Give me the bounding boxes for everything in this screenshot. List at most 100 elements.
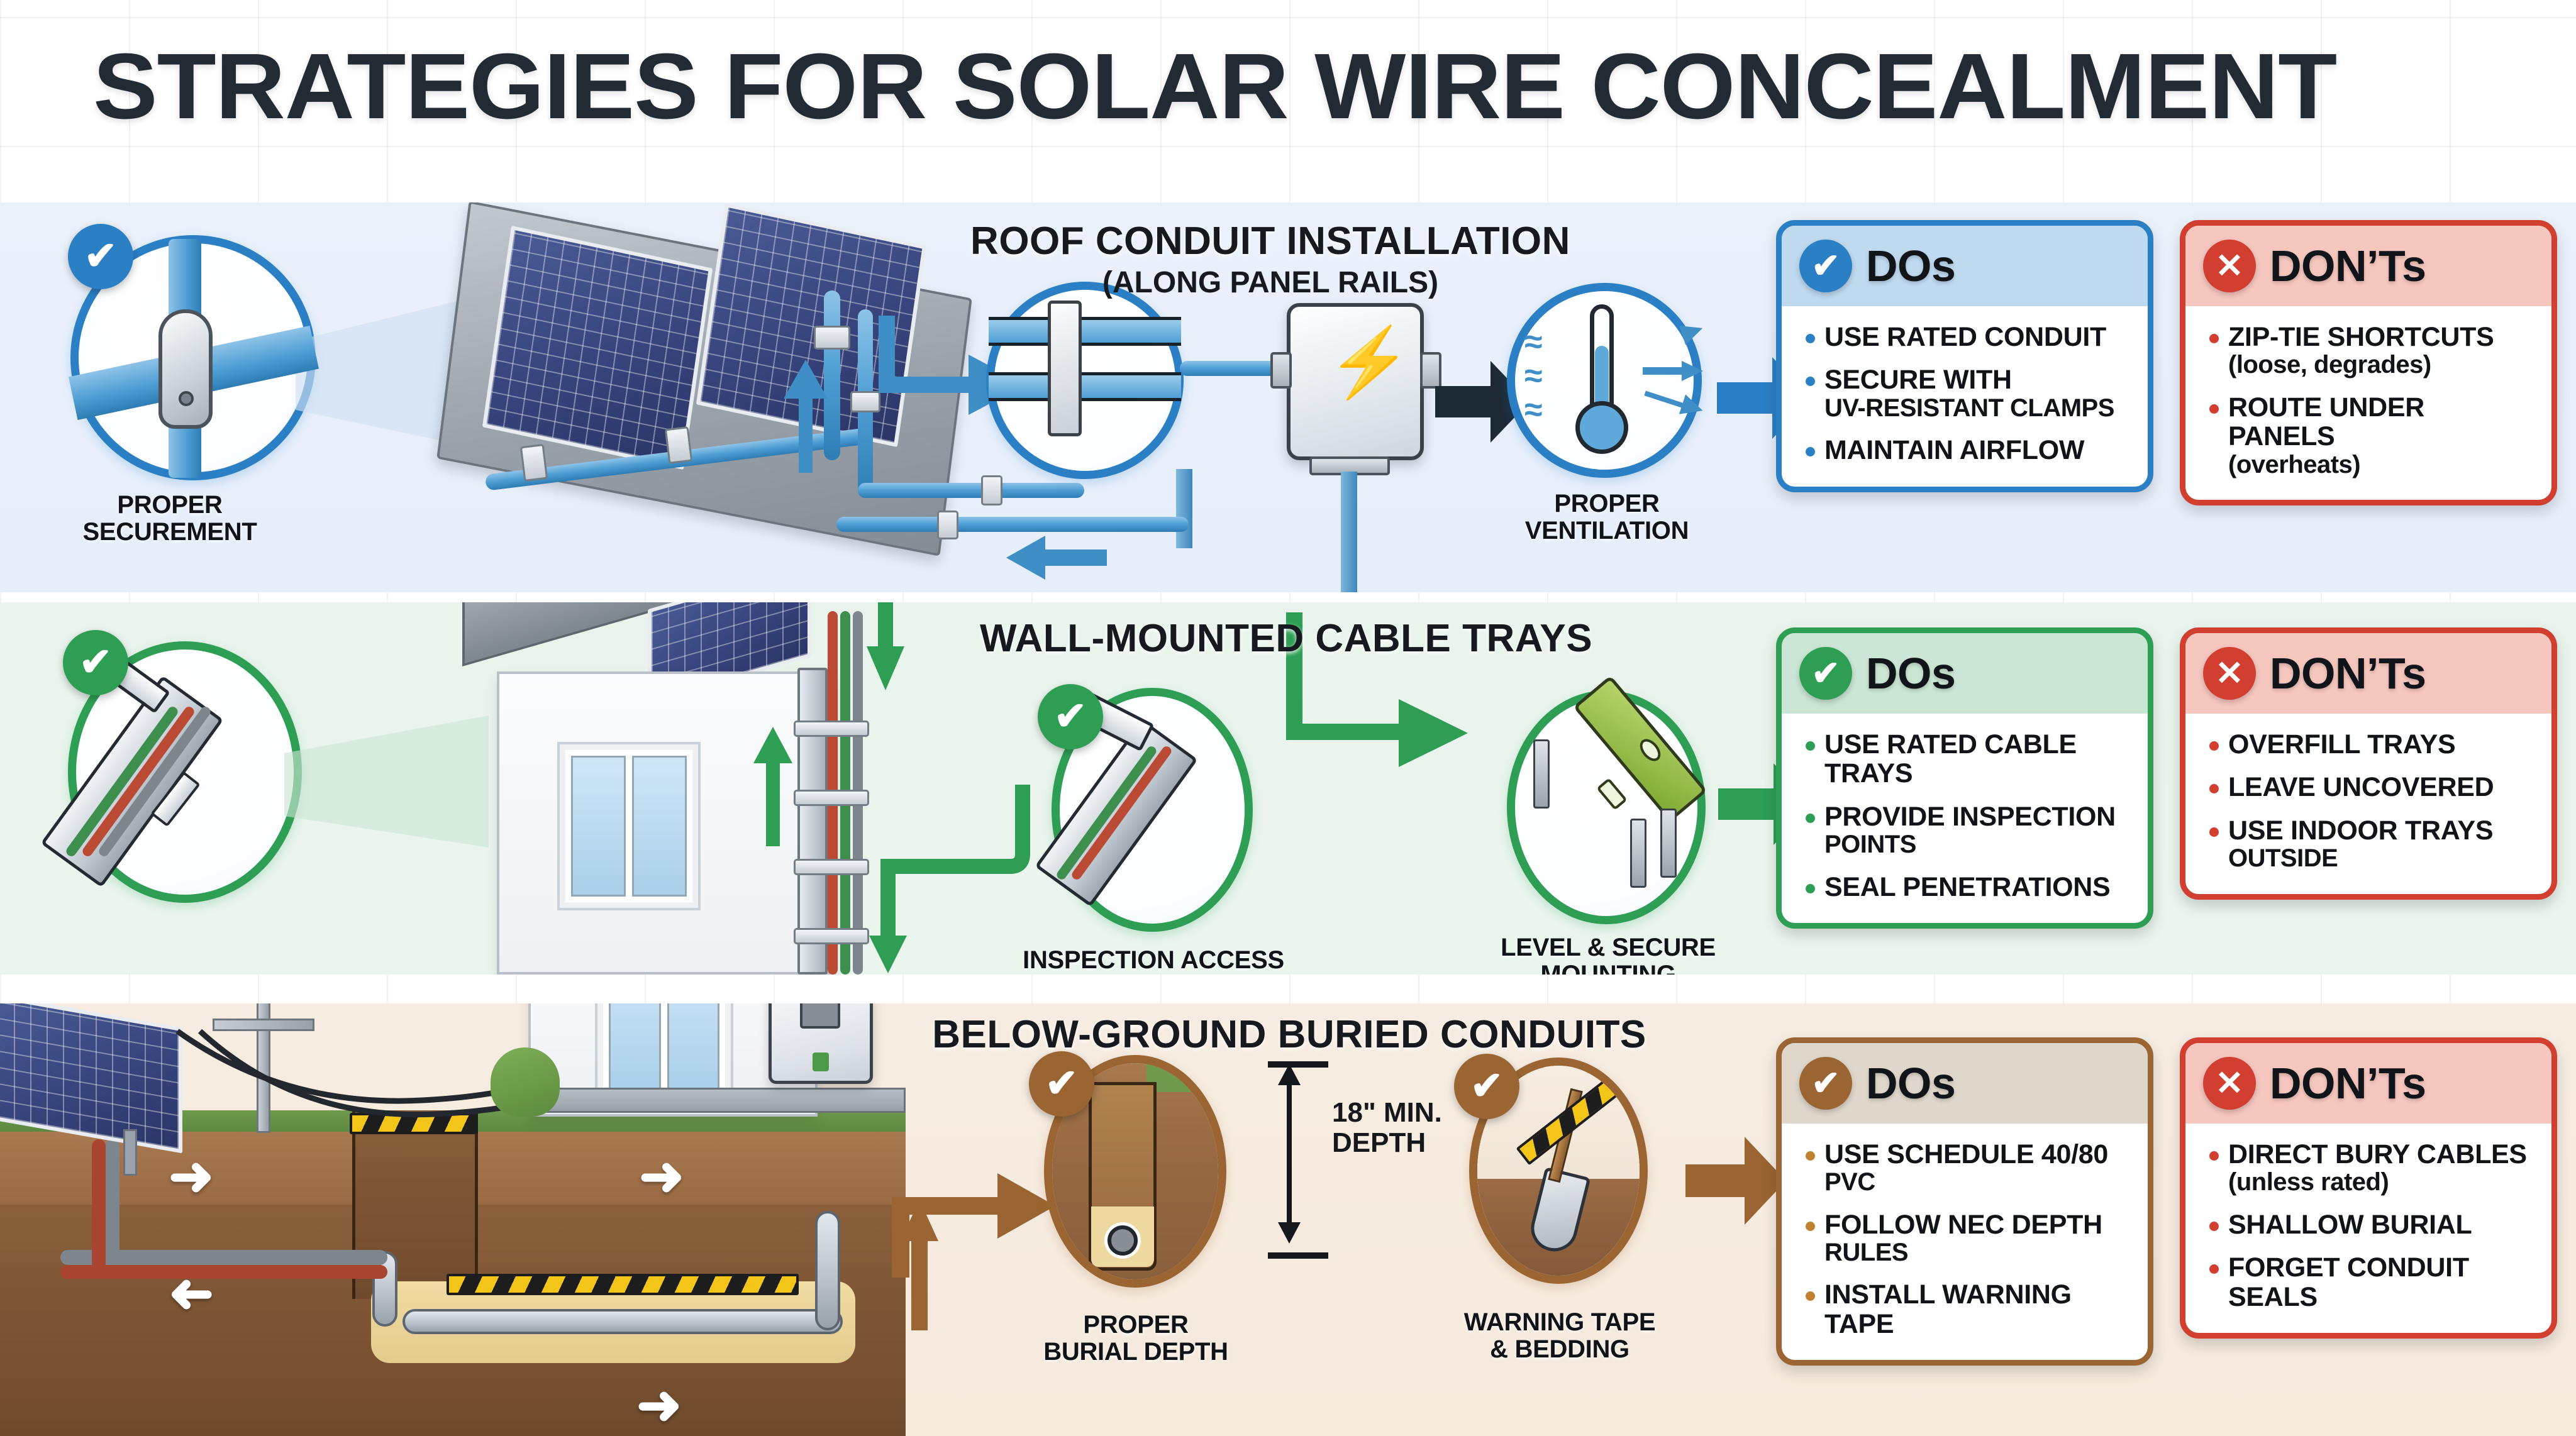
check-badge-inspection-access: ✔ [1038, 684, 1103, 749]
depth-baseline-tick [1268, 1252, 1328, 1259]
flow-arrow-up-roof [784, 360, 828, 473]
donts-card-roof: ✕ DON’Ts ZIP-TIE SHORTCUTS (loose, degra… [2180, 220, 2557, 505]
window-pane [667, 1003, 719, 1091]
tray-strap-4 [794, 928, 869, 944]
return-coupler [937, 511, 958, 539]
list-item: ZIP-TIE SHORTCUTS (loose, degrades) [2207, 323, 2534, 379]
list-item: USE SCHEDULE 40/80 PVC [1803, 1140, 2130, 1196]
check-badge-tray-detail: ✔ [63, 630, 128, 695]
conduit-coupler-b [981, 475, 1002, 505]
donts-card-header-wall: ✕ DON’Ts [2185, 633, 2551, 714]
lightning-bolt-icon: ⚡ [1327, 324, 1412, 400]
feeder-riser-grey [106, 1139, 119, 1256]
donts-card-header-roof: ✕ DON’Ts [2185, 226, 2551, 306]
list-item: OVERFILL TRAYS [2207, 730, 2534, 759]
list-item: DIRECT BURY CABLES (unless rated) [2207, 1140, 2534, 1196]
conduit-coupler-a [850, 391, 880, 412]
array-support-leg [123, 1129, 137, 1176]
dos-card-header-roof: ✔ DOs [1782, 226, 2148, 306]
clamp-screw-hole [179, 391, 194, 406]
list-item: USE RATED CONDUIT [1803, 323, 2130, 351]
flow-arrow-soil-back: ➜ [169, 1263, 214, 1323]
list-item: FOLLOW NEC DEPTH RULES [1803, 1210, 2130, 1267]
caption-level-mounting: LEVEL & SECURE MOUNTING [1501, 934, 1716, 975]
flow-arrow-buried-loop [901, 1192, 938, 1330]
window-pane [571, 756, 626, 897]
flow-arrow-wall-down-2 [869, 785, 1030, 973]
list-item: SEAL PENETRATIONS [1803, 872, 2130, 902]
flow-arrow-wall-mid [1285, 612, 1468, 801]
cross-icon: ✕ [2203, 1057, 2256, 1110]
section-wall-trays: ✔ [0, 602, 2576, 975]
dos-card-title-buried: DOs [1866, 1059, 1956, 1108]
clamp-circle-bracket [1048, 301, 1082, 436]
flow-arrow-wall-down-1 [867, 602, 1004, 709]
flow-arrow-left-return [1006, 536, 1107, 580]
list-item: USE RATED CABLE TRAYS [1803, 730, 2130, 788]
heading-wall: WALL-MOUNTED CABLE TRAYS [979, 617, 1593, 660]
caption-proper-ventilation: PROPER VENTILATION [1524, 490, 1689, 545]
feeder-riser-red [92, 1139, 106, 1270]
donts-list-wall: OVERFILL TRAYS LEAVE UNCOVERED USE INDOO… [2185, 714, 2551, 894]
wall-cable-tray [797, 668, 828, 975]
buried-house-window [597, 1003, 731, 1103]
jbox-return-conduit [1176, 469, 1192, 548]
buried-conduit-riser-right [815, 1211, 840, 1330]
list-item: SHALLOW BURIAL [2207, 1210, 2534, 1239]
check-icon: ✔ [1799, 647, 1852, 700]
list-item: SECURE WITH UV-RESISTANT CLAMPS [1803, 365, 2130, 422]
donts-card-title-wall: DON’Ts [2270, 649, 2426, 698]
clamp-circle-conduit-b [989, 372, 1181, 401]
dos-list-roof: USE RATED CONDUIT SECURE WITH UV-RESISTA… [1782, 306, 2148, 487]
roof-clamp-3 [814, 326, 850, 350]
list-item: MAINTAIN AIRFLOW [1803, 436, 2130, 465]
heading-roof: ROOF CONDUIT INSTALLATION [970, 219, 1570, 263]
check-icon: ✔ [1799, 240, 1852, 292]
donts-card-title-roof: DON’Ts [2270, 241, 2426, 290]
flow-arrow-to-dos-buried [1685, 1137, 1786, 1225]
donts-card-buried: ✕ DON’Ts DIRECT BURY CABLES (unless rate… [2180, 1037, 2557, 1339]
house-footing [503, 1088, 906, 1113]
list-item: USE INDOOR TRAYS OUTSIDE [2207, 816, 2534, 873]
tray-strap-2 [794, 790, 869, 806]
buried-conduit-horizontal [402, 1309, 843, 1334]
underground-feeder-red [60, 1265, 387, 1279]
heading-buried: BELOW-GROUND BURIED CONDUITS [932, 1013, 1646, 1056]
cross-icon: ✕ [2203, 647, 2256, 700]
clamp-circle-conduit-a [989, 317, 1181, 346]
check-icon: ✔ [1799, 1057, 1852, 1110]
dos-card-wall: ✔ DOs USE RATED CABLE TRAYS PROVIDE INSP… [1776, 627, 2153, 929]
donts-list-buried: DIRECT BURY CABLES (unless rated) SHALLO… [2185, 1124, 2551, 1333]
mounting-screw-1 [1533, 739, 1550, 809]
list-item: LEAVE UNCOVERED [2207, 773, 2534, 802]
warning-tape-buried [447, 1274, 799, 1295]
airflow-arrow-3 [1643, 390, 1703, 419]
window-pane [609, 1003, 661, 1091]
depth-topline-tick [1268, 1061, 1328, 1068]
dos-card-header-wall: ✔ DOs [1782, 633, 2148, 714]
depth-dimension-line [1278, 1064, 1301, 1244]
burial-circle-conduit [1108, 1225, 1138, 1256]
roof-clamp-1 [519, 443, 548, 482]
return-conduit-run [836, 517, 1189, 532]
inverter-display [800, 1003, 840, 1029]
roof-clamp-2 [664, 426, 693, 465]
dos-card-header-buried: ✔ DOs [1782, 1043, 2148, 1124]
dos-list-wall: USE RATED CABLE TRAYS PROVIDE INSPECTION… [1782, 714, 2148, 923]
list-item: INSTALL WARNING TAPE [1803, 1280, 2130, 1339]
shrub [491, 1047, 560, 1117]
mounting-screw-2 [1630, 819, 1646, 888]
caption-inspection-access: INSPECTION ACCESS [1023, 946, 1284, 974]
cross-icon: ✕ [2203, 240, 2256, 292]
page-title: STRATEGIES FOR SOLAR WIRE CONCEALMENT [93, 35, 2337, 138]
flow-arrow-soil-3: ➜ [636, 1375, 682, 1435]
donts-list-roof: ZIP-TIE SHORTCUTS (loose, degrades) ROUT… [2185, 306, 2551, 500]
dos-card-buried: ✔ DOs USE SCHEDULE 40/80 PVC FOLLOW NEC … [1776, 1037, 2153, 1366]
roof-rail-conduit-right [824, 290, 840, 460]
caption-proper-securement: PROPER SECUREMENT [82, 491, 257, 546]
caption-burial-depth: PROPER BURIAL DEPTH [1043, 1311, 1228, 1366]
section-buried-conduits: ➜ ➜ ➜ ➜ [0, 1003, 2576, 1436]
burial-circle-grass [1146, 1063, 1218, 1092]
depth-annotation: 18" MIN. DEPTH [1332, 1097, 1442, 1159]
dos-list-buried: USE SCHEDULE 40/80 PVC FOLLOW NEC DEPTH … [1782, 1124, 2148, 1360]
